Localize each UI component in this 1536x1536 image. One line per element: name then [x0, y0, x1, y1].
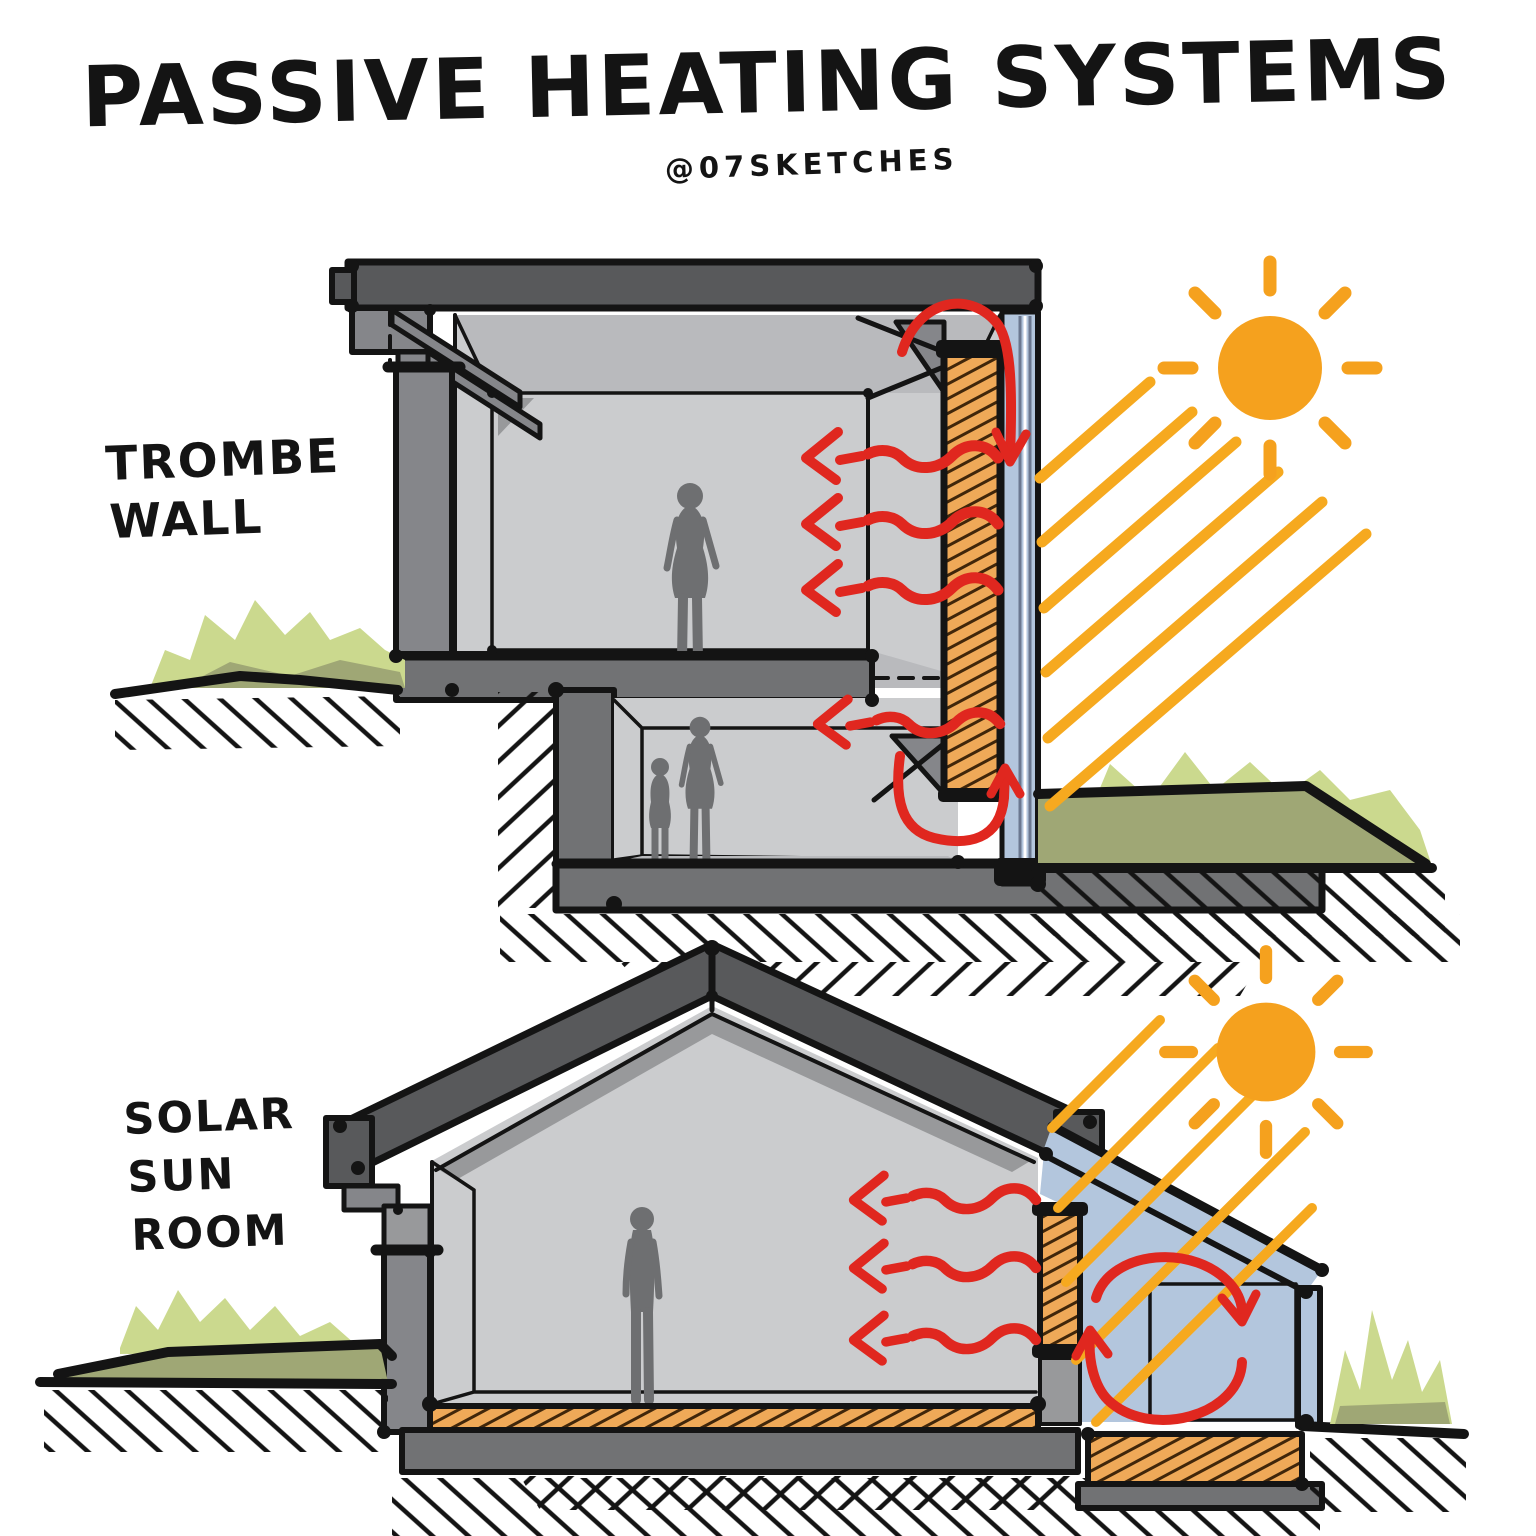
sunroom-foundation [1075, 1481, 1325, 1511]
right-bush-shadow-2 [1335, 1402, 1450, 1424]
sunroom-end-glass-wall [1295, 1285, 1323, 1429]
sun-icon [1164, 262, 1376, 474]
left-berm-top-line-2 [53, 1339, 397, 1379]
page-title: PASSIVE HEATING SYSTEMS [81, 20, 1455, 147]
air-downdraft-arrow [897, 298, 1017, 461]
solar-sun-room-diagram: SOLAR SUN ROOM [35, 940, 1469, 1536]
left-bush-2 [120, 1290, 355, 1354]
mass-wall-top-cap [936, 340, 1008, 358]
right-ground-line-2 [1297, 1421, 1469, 1439]
solar-sun-room-label-line3: ROOM [131, 1206, 290, 1261]
left-wall-cut [393, 365, 455, 695]
sketch-joint-dots-2 [333, 940, 1329, 1491]
flat-roof-slab [344, 258, 1042, 312]
author-credit: @07SKETCHES [664, 142, 959, 186]
convection-loop-bottom [1084, 1331, 1247, 1425]
fascia-left [323, 1115, 375, 1189]
left-ground-base-line-2 [35, 1377, 397, 1389]
trombe-wall-label-line2: WALL [108, 490, 264, 550]
right-bush-2 [1330, 1310, 1452, 1424]
below-mass-wall-pier [1038, 1356, 1082, 1426]
trombe-wall-label-line1: TROMBE [104, 429, 341, 492]
house-foundation [399, 1427, 1081, 1475]
upper-room-interior [455, 315, 1000, 688]
upper-vent-line-a [855, 315, 947, 355]
sloped-glazing-band [1042, 1126, 1322, 1292]
trombe-wall-diagram: TROMBE WALL [104, 259, 1460, 996]
sketch-joint-dots [345, 259, 1046, 912]
left-ground-line [110, 671, 403, 699]
right-soil-hatch-2 [1310, 1438, 1466, 1512]
sun-icon-2 [1165, 951, 1366, 1152]
sun-beams [1034, 376, 1372, 812]
convection-loop-bottom-arrowhead [1071, 1325, 1113, 1361]
right-soil-hatch [1038, 872, 1445, 936]
right-berm-top-line [1033, 781, 1431, 869]
lower-soil-hatch-left [498, 692, 558, 908]
mid-floor-slab [393, 651, 875, 703]
upper-vent-line-b [865, 363, 949, 401]
convection-loop-top [1091, 1252, 1248, 1323]
air-return-arrowhead [986, 763, 1025, 799]
lower-vent-line [871, 739, 949, 803]
left-berm-2 [48, 1346, 388, 1382]
convection-loop-top-arrowhead [1217, 1289, 1261, 1327]
sunroom-floor-slab [1085, 1431, 1305, 1487]
solar-sun-room-label-line1: SOLAR [123, 1089, 296, 1145]
left-soil-hatch [115, 696, 400, 750]
air-downdraft-arrowhead [991, 427, 1031, 467]
air-return-u-arrow [893, 751, 1010, 846]
house-floor-slab [427, 1403, 1041, 1433]
upper-room-ceiling [455, 315, 1000, 393]
bottom-soil-hatch-scatter [520, 1476, 1080, 1510]
solar-sun-room-label-line2: SUN [127, 1149, 237, 1203]
left-soil-hatch-2 [44, 1390, 388, 1452]
roof-end-cap [329, 267, 357, 305]
clerestory-band-lower [425, 349, 543, 441]
sunroom-inner-face [1148, 1282, 1298, 1422]
sun-beams-2 [1047, 1015, 1317, 1427]
